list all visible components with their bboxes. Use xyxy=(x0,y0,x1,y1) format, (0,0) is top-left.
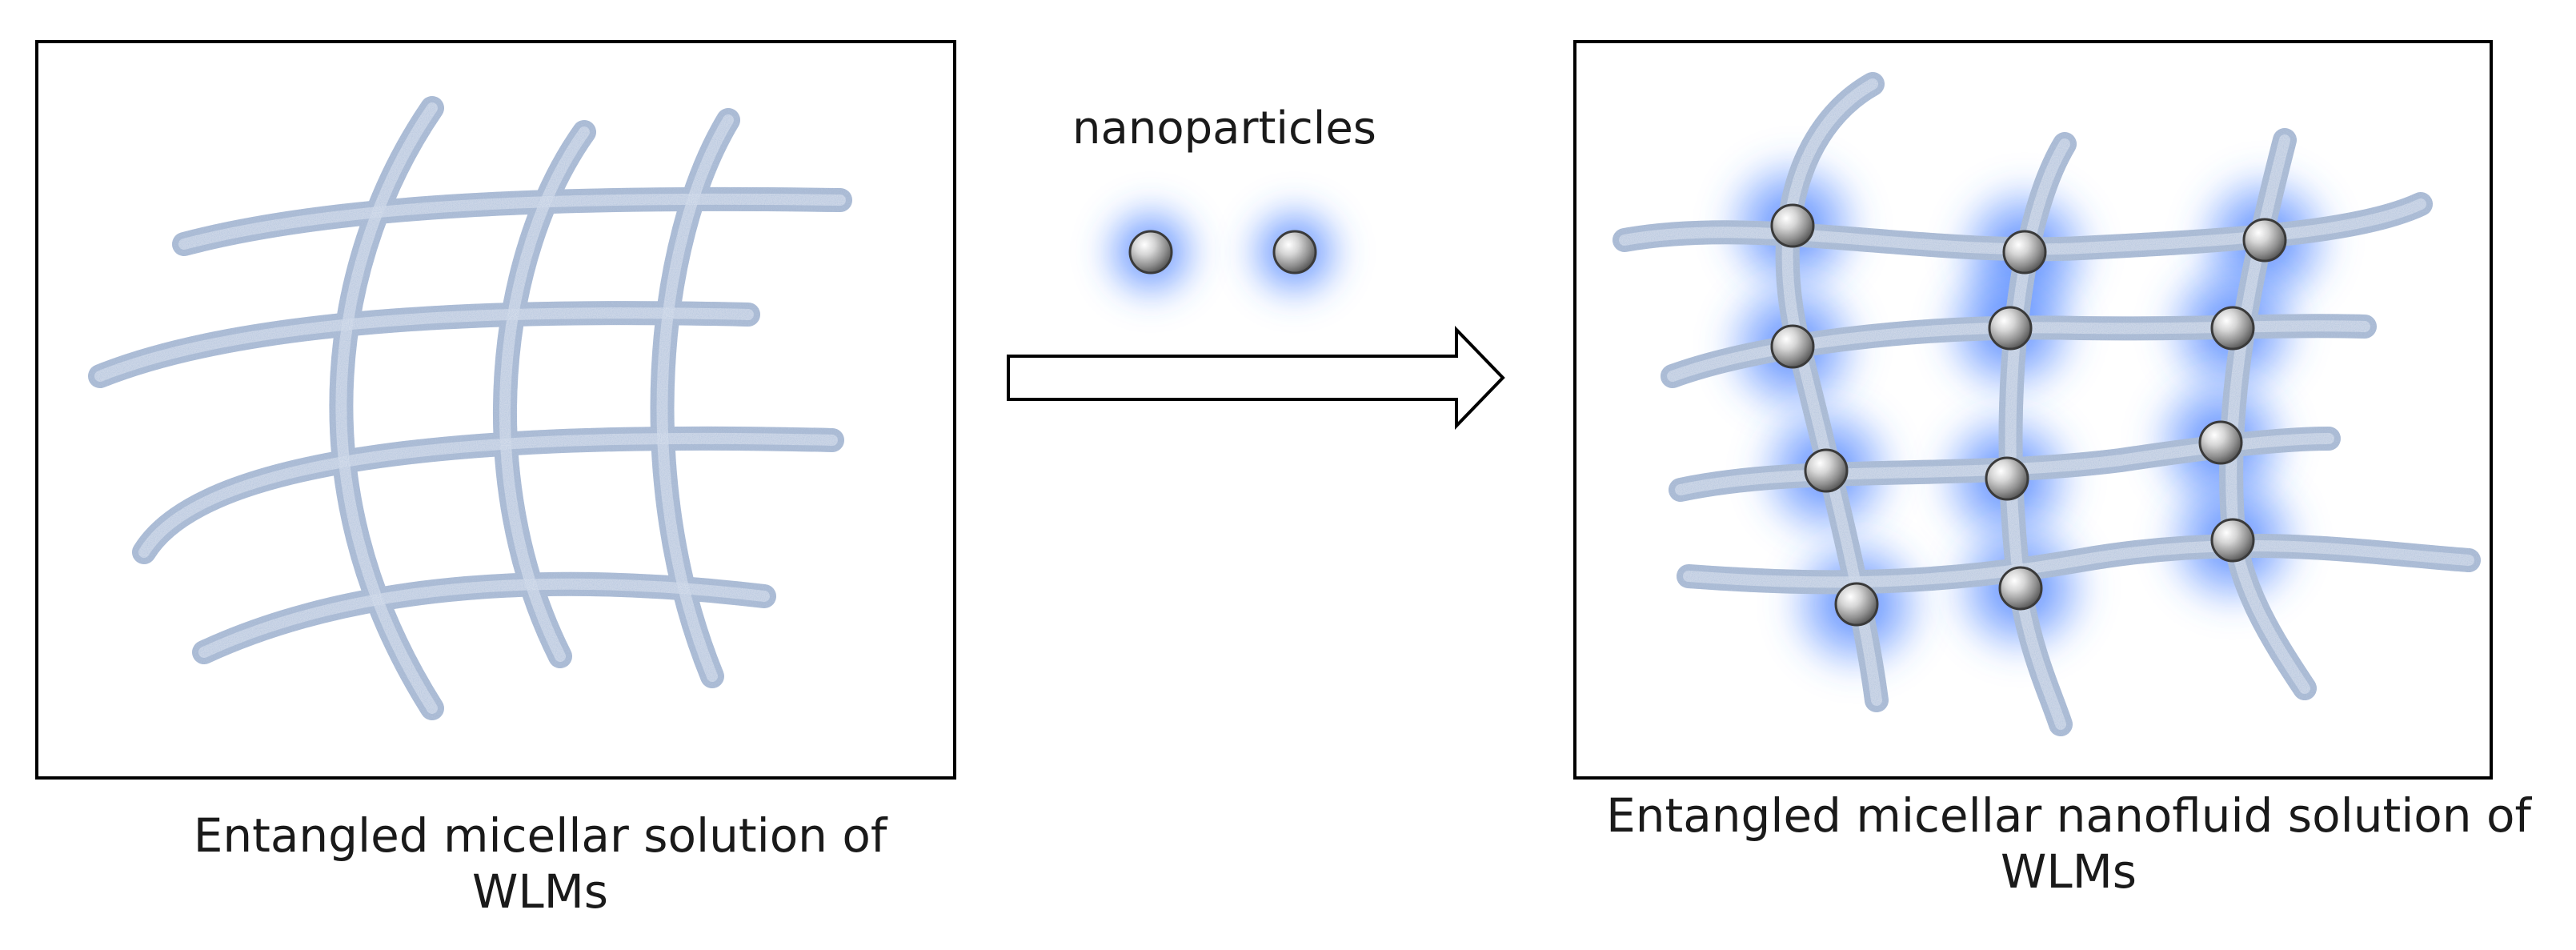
left-caption-line-1: Entangled micellar solution of xyxy=(193,808,887,863)
process-arrow xyxy=(1007,326,1505,430)
nanoparticle xyxy=(2210,306,2255,351)
nanoparticle xyxy=(1998,566,2043,611)
nanoparticle xyxy=(1770,203,1815,248)
nanoparticle xyxy=(2002,230,2047,275)
nanoparticle-sample-2 xyxy=(1272,230,1317,275)
right-caption-line-2: WLMs xyxy=(2001,844,2137,899)
left-caption-line-2: WLMs xyxy=(472,864,608,919)
nanoparticle xyxy=(1985,456,2029,501)
nanoparticle xyxy=(1988,306,2033,351)
nanoparticle xyxy=(2210,518,2255,563)
right-nanoparticles xyxy=(1770,203,2287,627)
right-panel-caption: Entangled micellar nanofluid solution of… xyxy=(1568,788,2569,900)
nanoparticle xyxy=(1770,324,1815,369)
nanoparticle xyxy=(2198,420,2243,465)
nanoparticle-sample-1 xyxy=(1128,230,1173,275)
left-micelle-network xyxy=(88,96,852,720)
nanoparticle-legend xyxy=(1095,196,1351,308)
nanoparticle xyxy=(1804,448,1849,493)
left-panel-caption: Entangled micellar solution of WLMs xyxy=(64,808,1016,920)
right-caption-line-1: Entangled micellar nanofluid solution of xyxy=(1606,788,2531,843)
nanoparticle xyxy=(2242,218,2287,263)
nanoparticles-label: nanoparticles xyxy=(1072,102,1376,154)
nanoparticle xyxy=(1834,582,1879,627)
